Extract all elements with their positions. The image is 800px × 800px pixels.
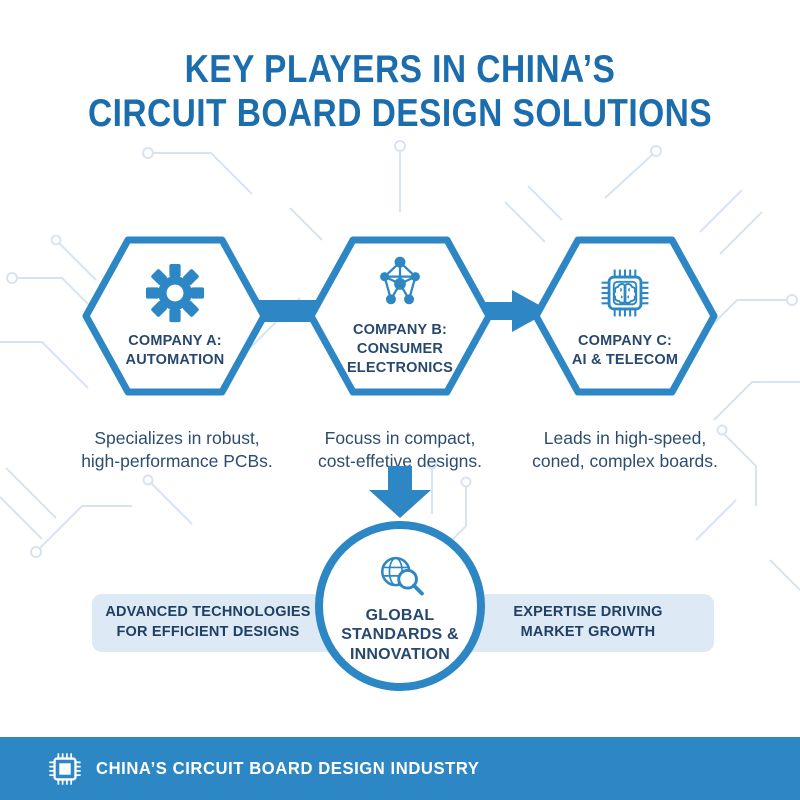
hexagon-shape [307, 236, 493, 396]
global-standards-circle: GLOBAL STANDARDS & INNOVATION [315, 521, 485, 691]
hexagon-company-c: COMPANY C: AI & TELECOM [532, 234, 718, 398]
arrow-down-icon [369, 466, 431, 518]
band-right-label: EXPERTISE DRIVING MARKET GROWTH [513, 604, 663, 640]
company-a-label: COMPANY A: AUTOMATION [125, 332, 225, 368]
page-title: KEY PLAYERS IN CHINA’S CIRCUIT BOARD DES… [87, 48, 713, 136]
connector-bar [248, 300, 326, 322]
company-c-label: COMPANY C: AI & TELECOM [571, 332, 679, 368]
company-c-description: Leads in high-speed, coned, complex boar… [532, 428, 718, 472]
chip-icon [49, 752, 81, 785]
footer-bar: CHINA’S CIRCUIT BOARD DESIGN INDUSTRY [0, 737, 800, 800]
company-b-description: Focuss in compact, cost-effetive designs… [317, 428, 483, 472]
hexagon-company-a: COMPANY A: AUTOMATION [82, 234, 268, 398]
hexagon-company-b: COMPANY B: CONSUMER ELECTRONICS [307, 234, 493, 398]
network-icon [380, 256, 420, 305]
band-left-label: ADVANCED TECHNOLOGIES FOR EFFICIENT DESI… [105, 604, 311, 640]
company-a-description: Specializes in robust, high-performance … [81, 428, 273, 472]
circle-label: GLOBAL STANDARDS & INNOVATION [341, 606, 459, 663]
footer-title: CHINA’S CIRCUIT BOARD DESIGN INDUSTRY [96, 758, 480, 778]
company-b-label: COMPANY B: CONSUMER ELECTRONICS [346, 322, 454, 376]
arrow-right-icon [462, 290, 550, 332]
gear-icon [145, 263, 205, 322]
globe-magnifier-icon [381, 556, 424, 596]
chip-brain-icon [601, 269, 649, 317]
